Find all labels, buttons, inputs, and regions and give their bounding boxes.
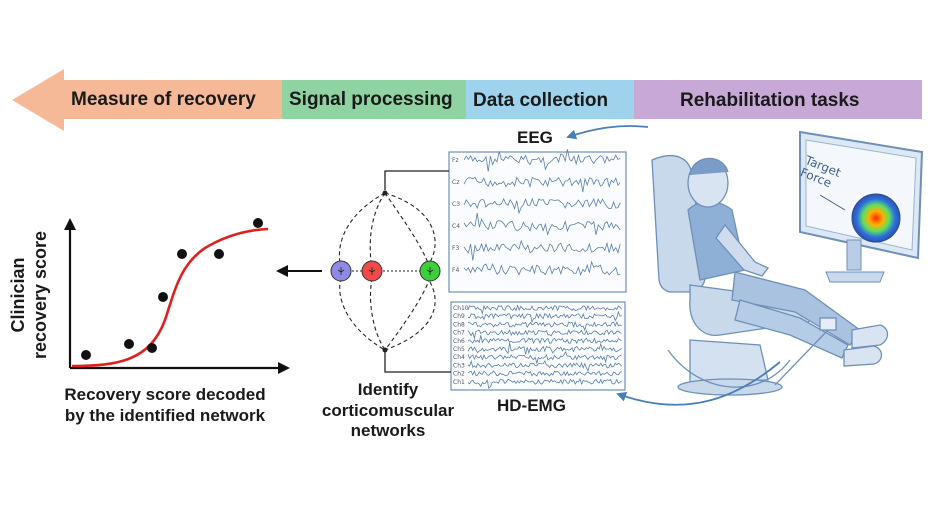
signal-trace (467, 304, 622, 315)
signal-trace (463, 197, 621, 215)
stage-label-data: Data collection (473, 90, 609, 111)
stage-label-rehab: Rehabilitation tasks (680, 90, 860, 111)
data-point (124, 339, 134, 349)
node-glyph (337, 267, 345, 275)
channel-label: Ch9 (453, 313, 465, 320)
data-point (147, 343, 157, 353)
channel-label: Ch8 (453, 321, 465, 328)
emg-feedback-arrow (616, 361, 781, 406)
signal-trace (467, 320, 622, 332)
data-point (253, 218, 263, 228)
emg-connector (384, 352, 451, 373)
network-caption-line: networks (350, 421, 426, 441)
channel-label: Cz (452, 179, 459, 186)
network-caption: Identify corticomuscular networks (313, 380, 463, 442)
signal-trace (463, 213, 621, 236)
plot-points (81, 218, 263, 360)
emg-title: HD-EMG (497, 396, 566, 415)
data-point (158, 292, 168, 302)
signal-trace (463, 149, 621, 172)
eeg-title: EEG (517, 128, 553, 147)
plot-ylabel-line: recovery score (30, 230, 50, 360)
process-arrow (12, 69, 922, 131)
signal-trace (467, 350, 622, 365)
channel-label: Ch3 (453, 362, 465, 369)
eeg-feedback-arrow (566, 125, 649, 140)
signal-trace (463, 176, 621, 193)
signal-trace (463, 239, 621, 261)
node-glyph (426, 267, 434, 275)
signal-trace (467, 377, 622, 389)
stage-label-signal: Signal processing (289, 89, 453, 110)
signal-trace (463, 260, 621, 277)
channel-label: Ch10 (453, 305, 469, 312)
signal-trace (467, 329, 622, 340)
signal-trace (467, 369, 622, 377)
plot-xlabel-line: Recovery score decoded (64, 385, 266, 404)
force-target-icon (851, 193, 901, 243)
data-point (214, 249, 224, 259)
channel-label: Ch6 (453, 338, 465, 345)
channel-label: Ch7 (453, 330, 465, 337)
plot-ylabel: Clinician recovery score (8, 220, 52, 370)
channel-label: Ch2 (453, 371, 465, 378)
channel-label: F4 (452, 267, 459, 274)
signal-trace (467, 342, 622, 355)
fit-curve (71, 227, 269, 368)
plot-xlabel: Recovery score decoded by the identified… (30, 385, 300, 426)
channel-label: Ch5 (453, 346, 465, 353)
signal-trace (467, 335, 622, 345)
eeg-traces (463, 149, 621, 277)
node-glyph (368, 267, 376, 275)
channel-label: Fz (452, 157, 459, 164)
channel-label: Ch1 (453, 379, 465, 386)
signal-trace (467, 359, 622, 373)
plot-ylabel-line: Clinician (8, 257, 29, 333)
channel-label: Ch4 (453, 354, 465, 361)
network-edges (338, 192, 436, 351)
stage-signal-bg (282, 80, 466, 119)
data-point (177, 249, 187, 259)
stage-measure-bg (12, 69, 282, 131)
emg-traces (467, 304, 622, 389)
stage-data-bg (466, 80, 634, 119)
stage-rehab-bg (634, 80, 922, 119)
data-point (81, 350, 91, 360)
patient-illustration (651, 155, 889, 396)
plot-xlabel-line: by the identified network (64, 405, 266, 425)
stage-label-measure: Measure of recovery (71, 89, 256, 110)
signal-trace (467, 310, 622, 324)
channel-label: C4 (452, 223, 460, 230)
eeg-connector (384, 170, 449, 190)
network-caption-line: corticomuscular (321, 400, 455, 420)
channel-label: C3 (452, 201, 460, 208)
plot-axes (64, 218, 290, 374)
monitor (799, 130, 924, 283)
channel-label: F3 (452, 245, 459, 252)
network-caption-line: Identify (357, 380, 419, 399)
